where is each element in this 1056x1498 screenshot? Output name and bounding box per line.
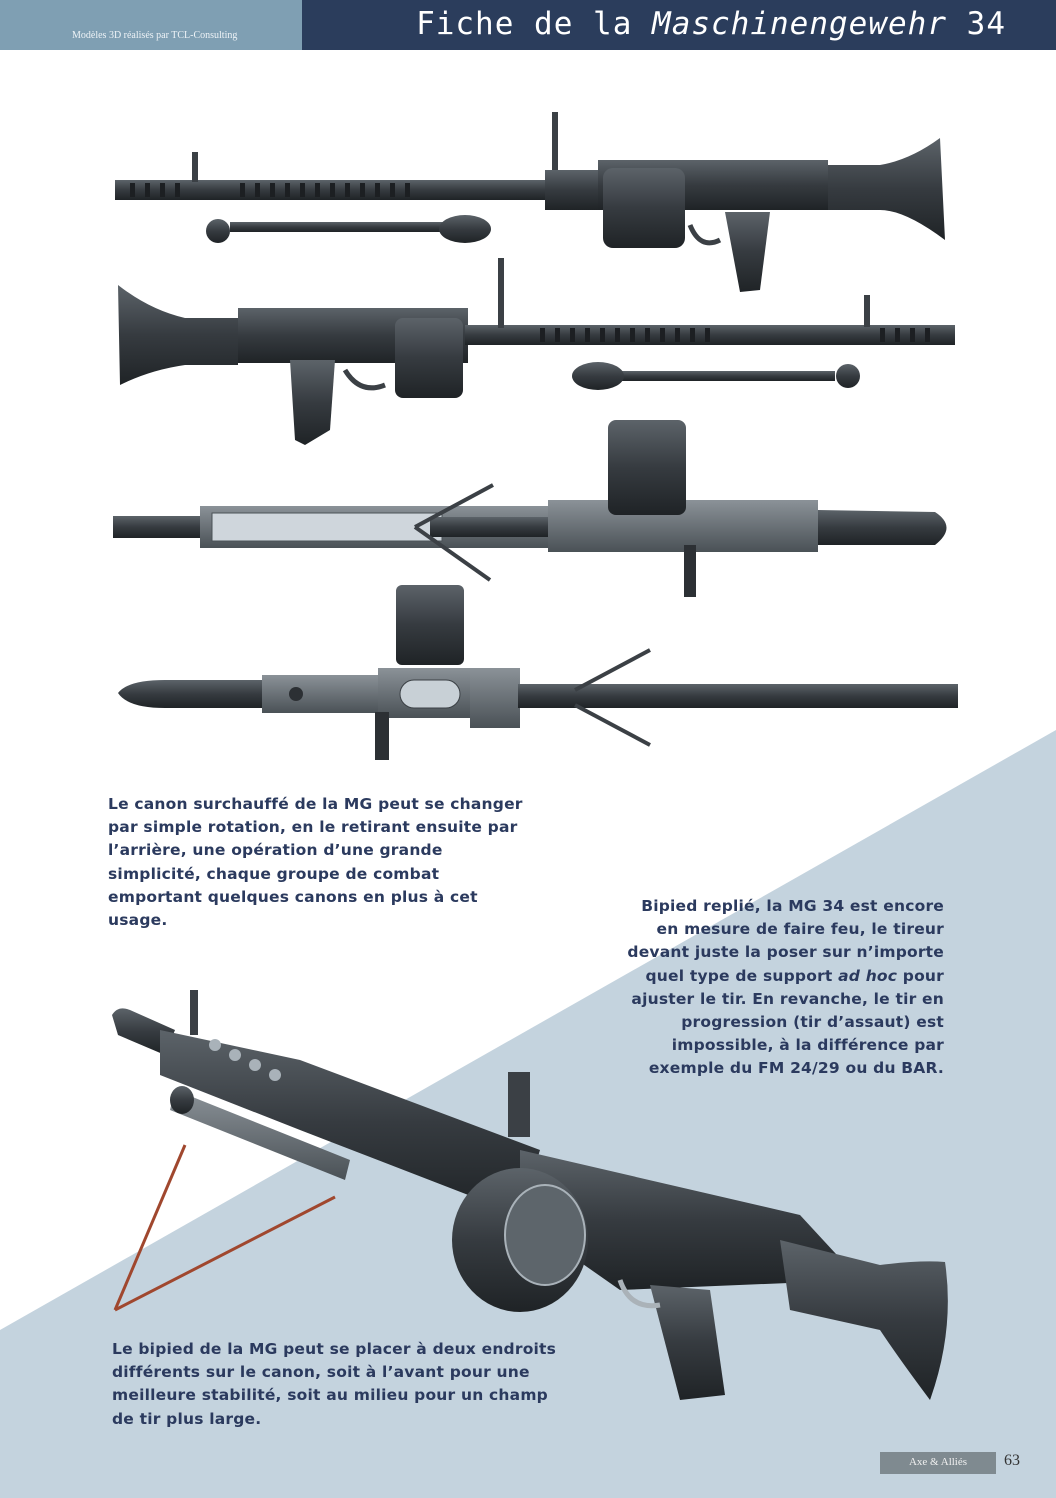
caption-bipod-folded-italic: ad hoc [838,966,898,985]
header-left-band [0,0,302,50]
mg34-side-right-view [118,258,955,445]
pointer-lines [113,1144,336,1312]
caption-bipod-folded-part2: pour ajuster le tir. En revanche, le tir… [631,966,944,1078]
footer-tab [880,1452,996,1474]
caption-bipod-folded: Bipied replié, la MG 34 est encore en me… [614,895,944,1081]
mg34-side-left-view [115,112,945,292]
mg34-top-view [113,420,947,597]
mg34-bottom-view [118,585,958,760]
title-end: 34 [947,6,1006,42]
magazine-name: Axe & Alliés [908,1456,968,1468]
header-right-band [302,0,1056,50]
page-title: Fiche de la Maschinengewehr 34 [416,6,1006,42]
caption-barrel-change: Le canon surchauffé de la MG peut se cha… [108,795,523,930]
caption-bipod-positions: Le bipied de la MG peut se placer à deux… [112,1340,557,1428]
page-number: 63 [1004,1452,1020,1469]
model-credit: Modèles 3D réalisés par TCL-Consulting [72,30,238,41]
caption-bipod-folded-part1: Bipied replié, la MG 34 est encore en me… [627,897,944,985]
mg34-perspective-view [112,990,948,1400]
title-plain: Fiche de la [416,6,653,42]
title-italic: Maschinengewehr [652,6,947,42]
